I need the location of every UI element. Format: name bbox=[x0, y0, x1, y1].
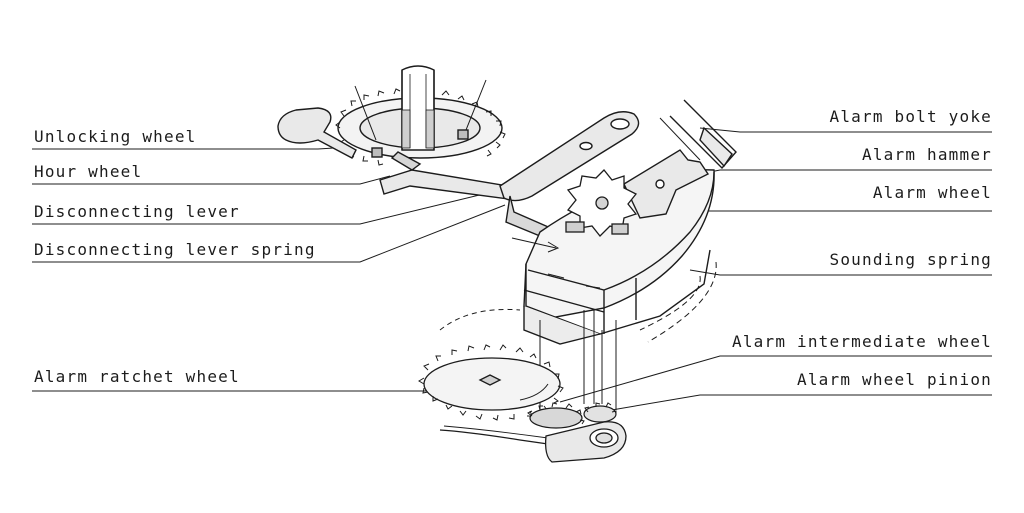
label-alarm-wheel: Alarm wheel bbox=[872, 183, 992, 202]
leader-disconnecting-lever-spring bbox=[32, 204, 506, 263]
alarm-wheel bbox=[565, 169, 638, 237]
label-unlocking-wheel: Unlocking wheel bbox=[34, 127, 197, 146]
leader-unlocking-wheel bbox=[32, 146, 351, 150]
direction-arrow bbox=[511, 237, 560, 253]
label-alarm-intermediate-wheel: Alarm intermediate wheel bbox=[732, 332, 992, 351]
leader-sounding-spring bbox=[689, 269, 992, 276]
disconnecting-lever bbox=[379, 151, 521, 201]
click-spring bbox=[439, 421, 627, 463]
alarm-ratchet-wheel bbox=[418, 344, 564, 421]
label-alarm-bolt-yoke: Alarm bolt yoke bbox=[829, 107, 992, 126]
sounding-spring bbox=[439, 261, 717, 343]
label-sounding-spring: Sounding spring bbox=[829, 250, 992, 269]
leader-alarm-bolt-yoke bbox=[699, 127, 992, 133]
hour-wheel-assembly bbox=[335, 65, 506, 166]
leader-alarm-wheel-pinion bbox=[599, 394, 992, 413]
unlocking-wheel-arm bbox=[277, 107, 357, 159]
alarm-wheel-pinion bbox=[583, 402, 617, 423]
label-disconnecting-lever: Disconnecting lever bbox=[34, 202, 240, 221]
alarm-intermediate-wheel bbox=[527, 402, 585, 429]
right-leader-lines bbox=[559, 127, 992, 413]
label-alarm-ratchet-wheel: Alarm ratchet wheel bbox=[34, 367, 240, 386]
label-alarm-wheel-pinion: Alarm wheel pinion bbox=[797, 370, 992, 389]
alarm-hammer bbox=[623, 149, 710, 219]
leader-alarm-intermediate-wheel bbox=[559, 355, 992, 403]
alarm-bolt-yoke bbox=[659, 99, 737, 170]
leader-disconnecting-lever bbox=[32, 189, 501, 225]
label-hour-wheel: Hour wheel bbox=[34, 162, 143, 181]
label-alarm-hammer: Alarm hammer bbox=[862, 145, 992, 164]
leader-hour-wheel bbox=[32, 175, 391, 185]
label-disconnecting-lever-spring: Disconnecting lever spring bbox=[34, 240, 316, 259]
leader-alarm-hammer bbox=[689, 169, 992, 177]
